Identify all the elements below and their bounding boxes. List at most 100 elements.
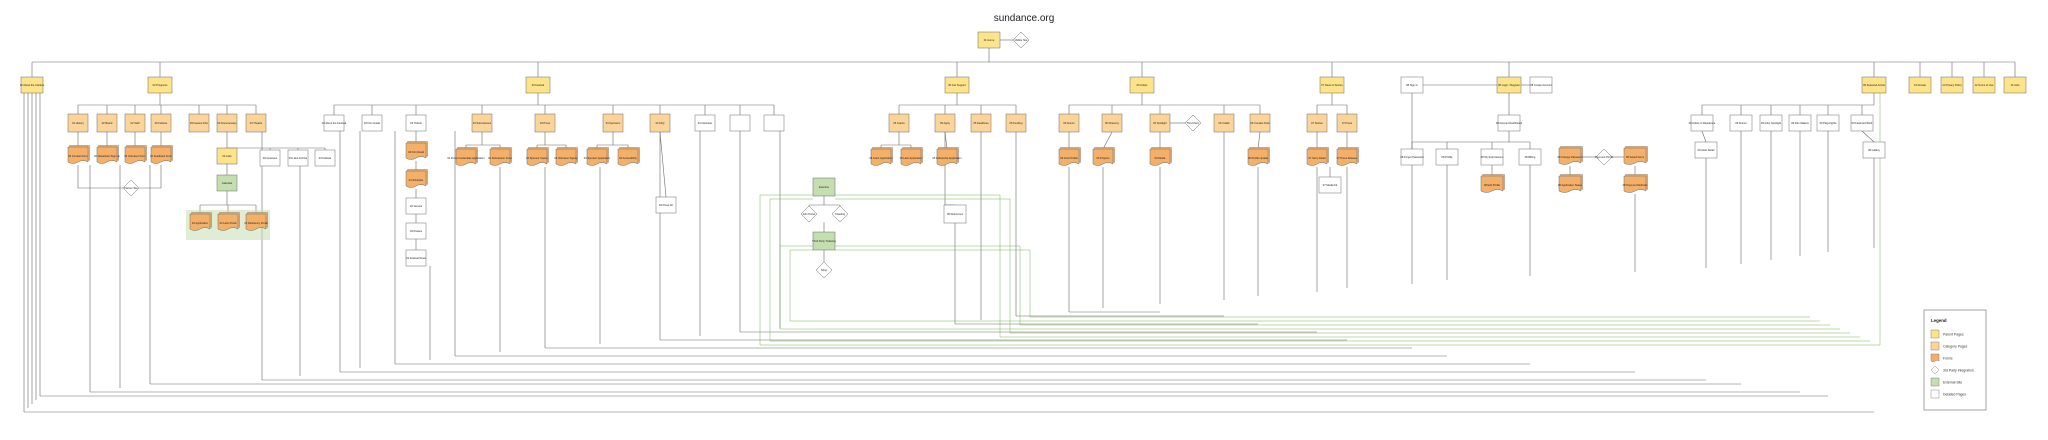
node-a-calendar: Calendar	[216, 174, 238, 192]
legend-swatch-category	[1930, 341, 1940, 351]
node-shape	[649, 113, 671, 133]
node-ar-d3: 06 Media	[1149, 147, 1172, 166]
node-f-tickets: 04 Tickets	[405, 114, 427, 132]
node-a-g3: 02 Residency Portal	[244, 212, 268, 231]
node-shape	[617, 148, 639, 166]
node-f-press: 04 Press	[534, 113, 556, 133]
node-label: 01 Home	[984, 38, 995, 42]
node-label: 02 Board	[102, 121, 113, 125]
node-label: 08 Saved Items	[1626, 155, 1645, 159]
node-label: 07 Press Release	[1337, 156, 1358, 160]
node-shape	[245, 113, 267, 133]
node-label: 04 Press	[540, 121, 551, 125]
node-label: 09 Artists In Residence	[1689, 121, 1716, 125]
node-label: 08 Billing	[1525, 155, 1536, 159]
node-label: Mobile Site	[1015, 38, 1028, 42]
node-shape	[216, 147, 238, 165]
legend-label: Parent Pages	[1943, 333, 1964, 337]
node-label: 06 Artists	[1137, 83, 1148, 87]
node-label: 13 Jobs	[2010, 83, 2020, 87]
node-label: 04 Sponsor Inquiry	[526, 156, 548, 160]
node-label: 08 Sign In	[1406, 83, 1418, 87]
node-p-d1: 03 Grantees	[259, 149, 281, 167]
node-t10: 10 Donate	[1908, 76, 1932, 94]
node-label: 05 Labs Application	[900, 156, 923, 160]
node-label: 02 Residency Portal	[244, 221, 268, 225]
node-f-news3	[763, 114, 785, 132]
legend-label: Category Pages	[1943, 345, 1968, 349]
node-shape	[1816, 114, 1840, 132]
node-label: 07 Stories	[1311, 121, 1323, 125]
node-label: 07 Press	[1342, 121, 1353, 125]
legend-swatch-third-party	[1930, 365, 1940, 375]
node-shape	[405, 114, 427, 132]
node-label: 04 Schedule	[409, 178, 424, 182]
node-shape	[150, 146, 172, 164]
node-label: 05 Deadlines	[973, 121, 989, 125]
node-shape	[1306, 113, 1328, 133]
node-shape	[1480, 175, 1504, 193]
node-label: 06 Profile Update	[1248, 156, 1269, 160]
node-ar-ext: Third Party	[1184, 114, 1202, 132]
node-shape	[188, 113, 210, 133]
node-l-f5: 08 Payment Methods	[1623, 174, 1648, 193]
node-shape	[900, 148, 922, 166]
node-top-news: 07 News & Stories	[1319, 76, 1345, 94]
node-ac-2: 09 Alumni	[1729, 114, 1753, 132]
node-mobile: Mobile Site	[1012, 31, 1030, 49]
node-f-faq: 04 FAQ	[649, 113, 671, 133]
node-f-s2: 04 Schedule	[405, 169, 428, 188]
node-f-d7: 04 Press Kit	[655, 196, 677, 214]
node-shape	[245, 213, 267, 231]
connector-line	[1102, 131, 1113, 150]
node-label: 03 Labs Archive	[289, 156, 308, 160]
node-top-artists: 06 Artists	[1129, 76, 1155, 94]
legend-swatch-form	[1930, 353, 1940, 362]
node-shape	[534, 113, 556, 133]
node-label: 05 Funding	[1010, 121, 1024, 125]
node-label: 12 Terms of Use	[1975, 83, 1994, 87]
node-label: 02 Feedback Form	[150, 154, 172, 158]
connector-line	[779, 245, 1840, 330]
node-shape	[259, 149, 281, 167]
node-f-news2	[729, 114, 751, 132]
node-shape	[526, 148, 548, 166]
node-shape	[216, 113, 238, 133]
node-label: 02 Staff	[131, 121, 140, 125]
node-shape	[936, 148, 958, 166]
node-top-programs: 03 Programs	[147, 76, 173, 94]
node-label: 04 Venues	[410, 204, 423, 208]
node-label: 03 Fellows	[319, 156, 332, 160]
node-shape	[147, 76, 173, 94]
node-shape	[405, 170, 427, 188]
node-shape	[2003, 76, 2027, 94]
node-f-volunteer: 04 Volunteer	[694, 114, 716, 132]
node-shape	[1595, 148, 1613, 166]
node-ar-d2: 06 Projects	[1092, 147, 1115, 166]
connector-line	[1257, 131, 1261, 150]
node-shape	[150, 113, 172, 133]
node-label: 08 Login / Register	[1498, 83, 1520, 87]
node-label: 08 Forgot Password	[1400, 155, 1424, 159]
node-label: Ticketing	[835, 212, 846, 216]
node-s-grants: 05 Grants	[888, 113, 910, 133]
node-label: 06 Collab	[1219, 121, 1231, 125]
node-label: 08 Payment Methods	[1623, 183, 1648, 187]
node-label: 05 Fellowship Application	[932, 156, 962, 160]
node-shape	[1908, 76, 1932, 94]
node-a-form4: 02 Feedback Form	[150, 145, 173, 164]
node-shape	[1496, 76, 1522, 94]
node-shape	[1623, 175, 1647, 193]
node-top-login: 08 Login / Register	[1496, 76, 1522, 94]
legend-label: Forms	[1943, 357, 1953, 361]
node-l-reg: 08 Create Account	[1529, 76, 1553, 94]
legend-title: Legend	[1931, 318, 1947, 323]
node-shape	[831, 205, 849, 223]
node-shape	[1788, 114, 1812, 132]
node-label: Third Party Ticketing	[812, 239, 836, 243]
node-a-ext: Partner Site	[122, 179, 140, 197]
node-shape	[977, 31, 1001, 49]
node-shape	[815, 261, 833, 279]
connector-line	[835, 198, 1850, 334]
